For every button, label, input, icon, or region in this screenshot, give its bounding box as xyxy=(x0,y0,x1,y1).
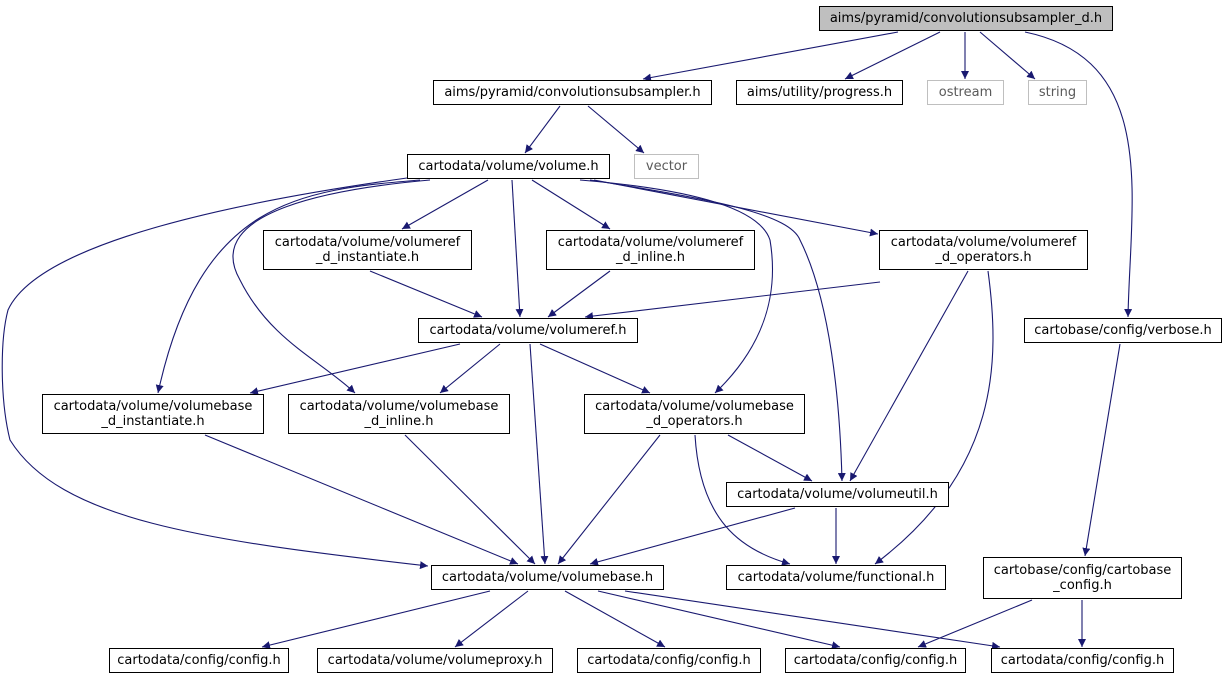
edge-root-to-string xyxy=(979,31,1036,80)
node-cfg4[interactable]: cartodata/config/config.h xyxy=(991,648,1174,673)
node-label-line: cartodata/volume/volumeref xyxy=(557,235,744,250)
edge-volumeref-to-vb-ops xyxy=(539,343,651,394)
node-label-line: vector xyxy=(645,159,688,174)
node-vb-ops[interactable]: cartodata/volume/volumebase_d_operators.… xyxy=(584,394,805,434)
node-label-line: string xyxy=(1038,85,1077,100)
node-ostream[interactable]: ostream xyxy=(927,80,1004,105)
edge-volume-to-vb-ops xyxy=(579,179,774,394)
node-root[interactable]: aims/pyramid/convolutionsubsampler_d.h xyxy=(819,6,1113,31)
node-volume[interactable]: cartodata/volume/volume.h xyxy=(407,154,610,179)
edge-cb-config-to-cfg3 xyxy=(917,599,1033,648)
node-label-line: cartodata/config/config.h xyxy=(117,653,281,668)
node-label-line: cartodata/volume/volumeref xyxy=(890,235,1077,250)
edge-vr-inst-to-volumeref xyxy=(369,270,483,318)
edge-root-to-progress xyxy=(844,31,941,80)
node-label-line: cartodata/volume/volumebase.h xyxy=(441,570,654,585)
edge-verbose-to-cb-config xyxy=(1082,343,1121,557)
node-label-line: _config.h xyxy=(1053,578,1112,593)
node-label-line: cartodata/volume/volumebase xyxy=(299,399,499,414)
edge-volumeref-to-vb-inst xyxy=(249,343,461,396)
edge-volume-to-vb-inline xyxy=(232,179,431,394)
node-functional[interactable]: cartodata/volume/functional.h xyxy=(726,565,946,590)
edge-volumeref-to-volumebase xyxy=(529,343,549,565)
node-label-line: aims/pyramid/convolutionsubsampler_d.h xyxy=(829,11,1103,26)
node-convsub[interactable]: aims/pyramid/convolutionsubsampler.h xyxy=(433,80,712,105)
edge-root-to-convsub xyxy=(642,31,899,82)
node-label-line: cartodata/volume/volumeproxy.h xyxy=(327,653,543,668)
edge-volume-to-vb-inst xyxy=(155,179,421,394)
node-label-line: cartodata/volume/functional.h xyxy=(737,570,935,585)
edge-convsub-to-vector xyxy=(587,105,645,154)
edge-vr-ops-to-volumeutil xyxy=(849,270,969,482)
node-volumebase[interactable]: cartodata/volume/volumebase.h xyxy=(431,565,664,590)
edge-vb-inst-to-volumebase xyxy=(204,434,519,565)
node-vr-inline[interactable]: cartodata/volume/volumeref_d_inline.h xyxy=(546,230,755,270)
node-label-line: cartodata/volume/volumebase xyxy=(53,399,253,414)
node-cfg3[interactable]: cartodata/config/config.h xyxy=(785,648,966,673)
node-label-line: cartobase/config/cartobase xyxy=(993,563,1172,578)
node-label-line: _d_operators.h xyxy=(935,250,1032,265)
edge-volumebase-to-cfg2 xyxy=(564,590,666,648)
node-verbose[interactable]: cartobase/config/verbose.h xyxy=(1024,318,1222,343)
node-label-line: cartodata/volume/volumeref xyxy=(274,235,461,250)
edge-volume-to-vr-inline xyxy=(531,179,611,230)
node-label-line: cartodata/config/config.h xyxy=(793,653,958,668)
edge-vb-inline-to-volumebase xyxy=(404,434,536,565)
node-vb-inst[interactable]: cartodata/volume/volumebase_d_instantiat… xyxy=(42,394,264,434)
node-label-line: cartodata/volume/volumeref.h xyxy=(429,323,627,338)
node-volumeutil[interactable]: cartodata/volume/volumeutil.h xyxy=(726,482,949,507)
edge-volumebase-to-proxy xyxy=(454,590,529,648)
node-cb-config[interactable]: cartobase/config/cartobase_config.h xyxy=(983,557,1182,599)
node-label-line: cartodata/config/config.h xyxy=(587,653,751,668)
node-string[interactable]: string xyxy=(1028,80,1087,105)
edge-volumebase-to-cfg1 xyxy=(261,590,491,649)
node-cfg2[interactable]: cartodata/config/config.h xyxy=(577,648,761,673)
edge-vb-ops-to-volumeutil xyxy=(727,434,813,482)
node-label-line: _d_inline.h xyxy=(616,250,685,265)
edge-volume-to-volumeutil xyxy=(589,179,846,482)
node-label-line: _d_instantiate.h xyxy=(101,414,205,429)
edge-volumebase-to-cfg4 xyxy=(624,590,1001,650)
node-vb-inline[interactable]: cartodata/volume/volumebase_d_inline.h xyxy=(288,394,510,434)
edge-volume-to-volumebase xyxy=(1,177,429,570)
node-label-line: _d_operators.h xyxy=(646,414,743,429)
edge-volumeutil-to-volumebase xyxy=(589,507,796,566)
edge-volumebase-to-cfg3 xyxy=(597,590,841,650)
node-label-line: cartodata/volume/volumeutil.h xyxy=(737,487,938,502)
edge-volume-to-vr-inst xyxy=(401,179,489,230)
node-progress[interactable]: aims/utility/progress.h xyxy=(736,80,903,105)
node-label-line: _d_instantiate.h xyxy=(315,250,420,265)
edge-volume-to-volumeref xyxy=(511,179,524,318)
node-label-line: cartodata/volume/volume.h xyxy=(418,159,599,174)
node-label-line: _d_inline.h xyxy=(364,414,434,429)
edge-convsub-to-volume xyxy=(524,105,561,154)
node-label-line: cartodata/volume/volumebase xyxy=(595,399,794,414)
node-label-line: cartodata/config/config.h xyxy=(1000,653,1165,668)
node-proxy[interactable]: cartodata/volume/volumeproxy.h xyxy=(317,648,553,673)
node-vr-ops[interactable]: cartodata/volume/volumeref_d_operators.h xyxy=(879,230,1088,270)
edge-vr-ops-to-volumeref xyxy=(584,281,881,321)
edge-vb-ops-to-volumebase xyxy=(557,434,661,565)
node-vr-inst[interactable]: cartodata/volume/volumeref_d_instantiate… xyxy=(263,230,472,270)
node-cfg1[interactable]: cartodata/config/config.h xyxy=(109,648,289,673)
edge-vr-ops-to-functional xyxy=(874,270,994,565)
node-label-line: ostream xyxy=(938,85,993,100)
edge-root-to-verbose xyxy=(1024,31,1133,318)
edge-vb-ops-to-functional xyxy=(694,434,791,566)
node-label-line: cartobase/config/verbose.h xyxy=(1034,323,1212,338)
node-vector[interactable]: vector xyxy=(634,154,699,179)
node-label-line: aims/pyramid/convolutionsubsampler.h xyxy=(444,85,701,100)
edge-volumeref-to-vb-inline xyxy=(439,343,501,394)
node-volumeref[interactable]: cartodata/volume/volumeref.h xyxy=(418,318,638,343)
edge-vr-inline-to-volumeref xyxy=(547,270,611,318)
node-label-line: aims/utility/progress.h xyxy=(746,85,893,100)
